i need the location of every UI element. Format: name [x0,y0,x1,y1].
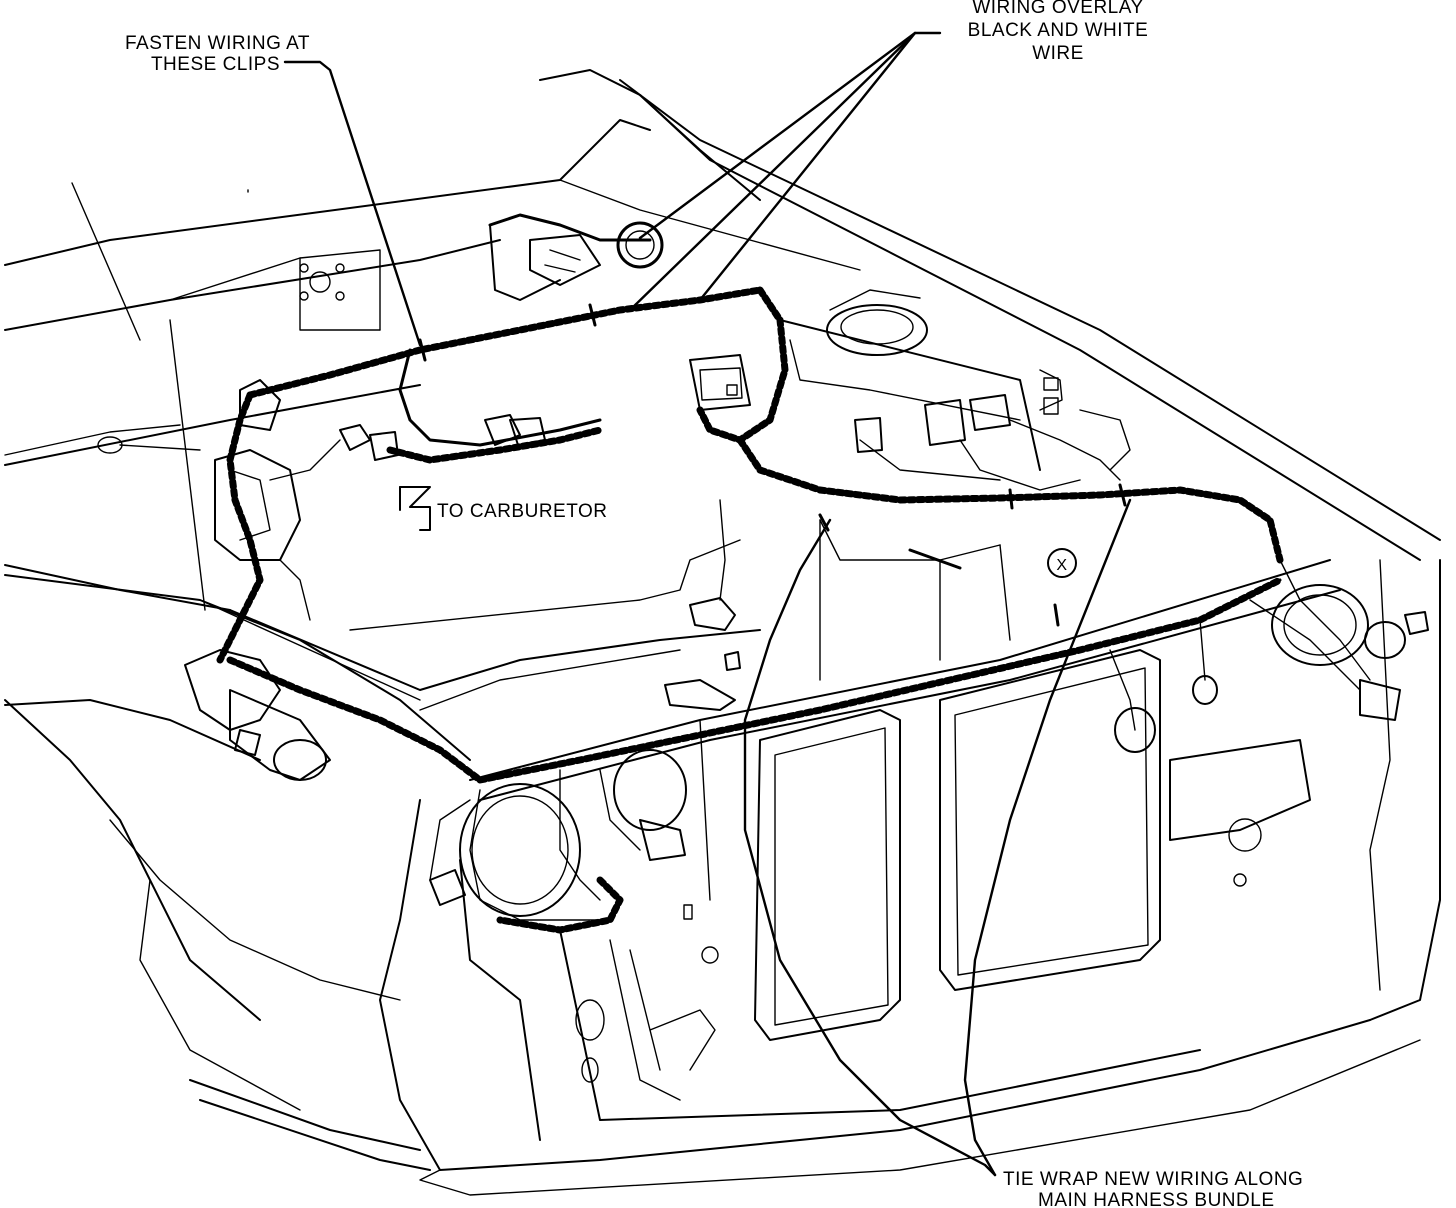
overlay-leader-3 [698,31,917,302]
components [97,213,1429,917]
to-carburetor-label: TO CARBURETOR [437,501,608,522]
labels: FASTEN WIRING AT THESE CLIPS WIRING OVER… [125,0,1303,1208]
carburetor-bracket [399,486,431,531]
overlay-label-line3: WIRE [1032,43,1084,64]
fasten-clips-leader [283,60,422,347]
fasten-clips-label-line2: THESE CLIPS [151,54,280,75]
overlay-label-line2: BLACK AND WHITE [968,20,1149,41]
main-harness [216,286,1371,934]
fasten-clips-label-line1: FASTEN WIRING AT [125,33,310,54]
tie-wrap-leader-2 [963,498,1132,1177]
car-body [4,69,1441,1196]
overlay-leader-2 [628,31,917,312]
overlay-label-line1: WIRING OVERLAY [972,0,1143,18]
tie-wrap-leader-1 [743,518,997,1177]
tie-wrap-label-line1: TIE WRAP NEW WIRING ALONG [1003,1169,1303,1190]
tie-wrap-label-line2: MAIN HARNESS BUNDLE [1038,1190,1275,1208]
leader-lines [283,31,1132,1177]
ground-marker-label: X [1056,557,1067,574]
